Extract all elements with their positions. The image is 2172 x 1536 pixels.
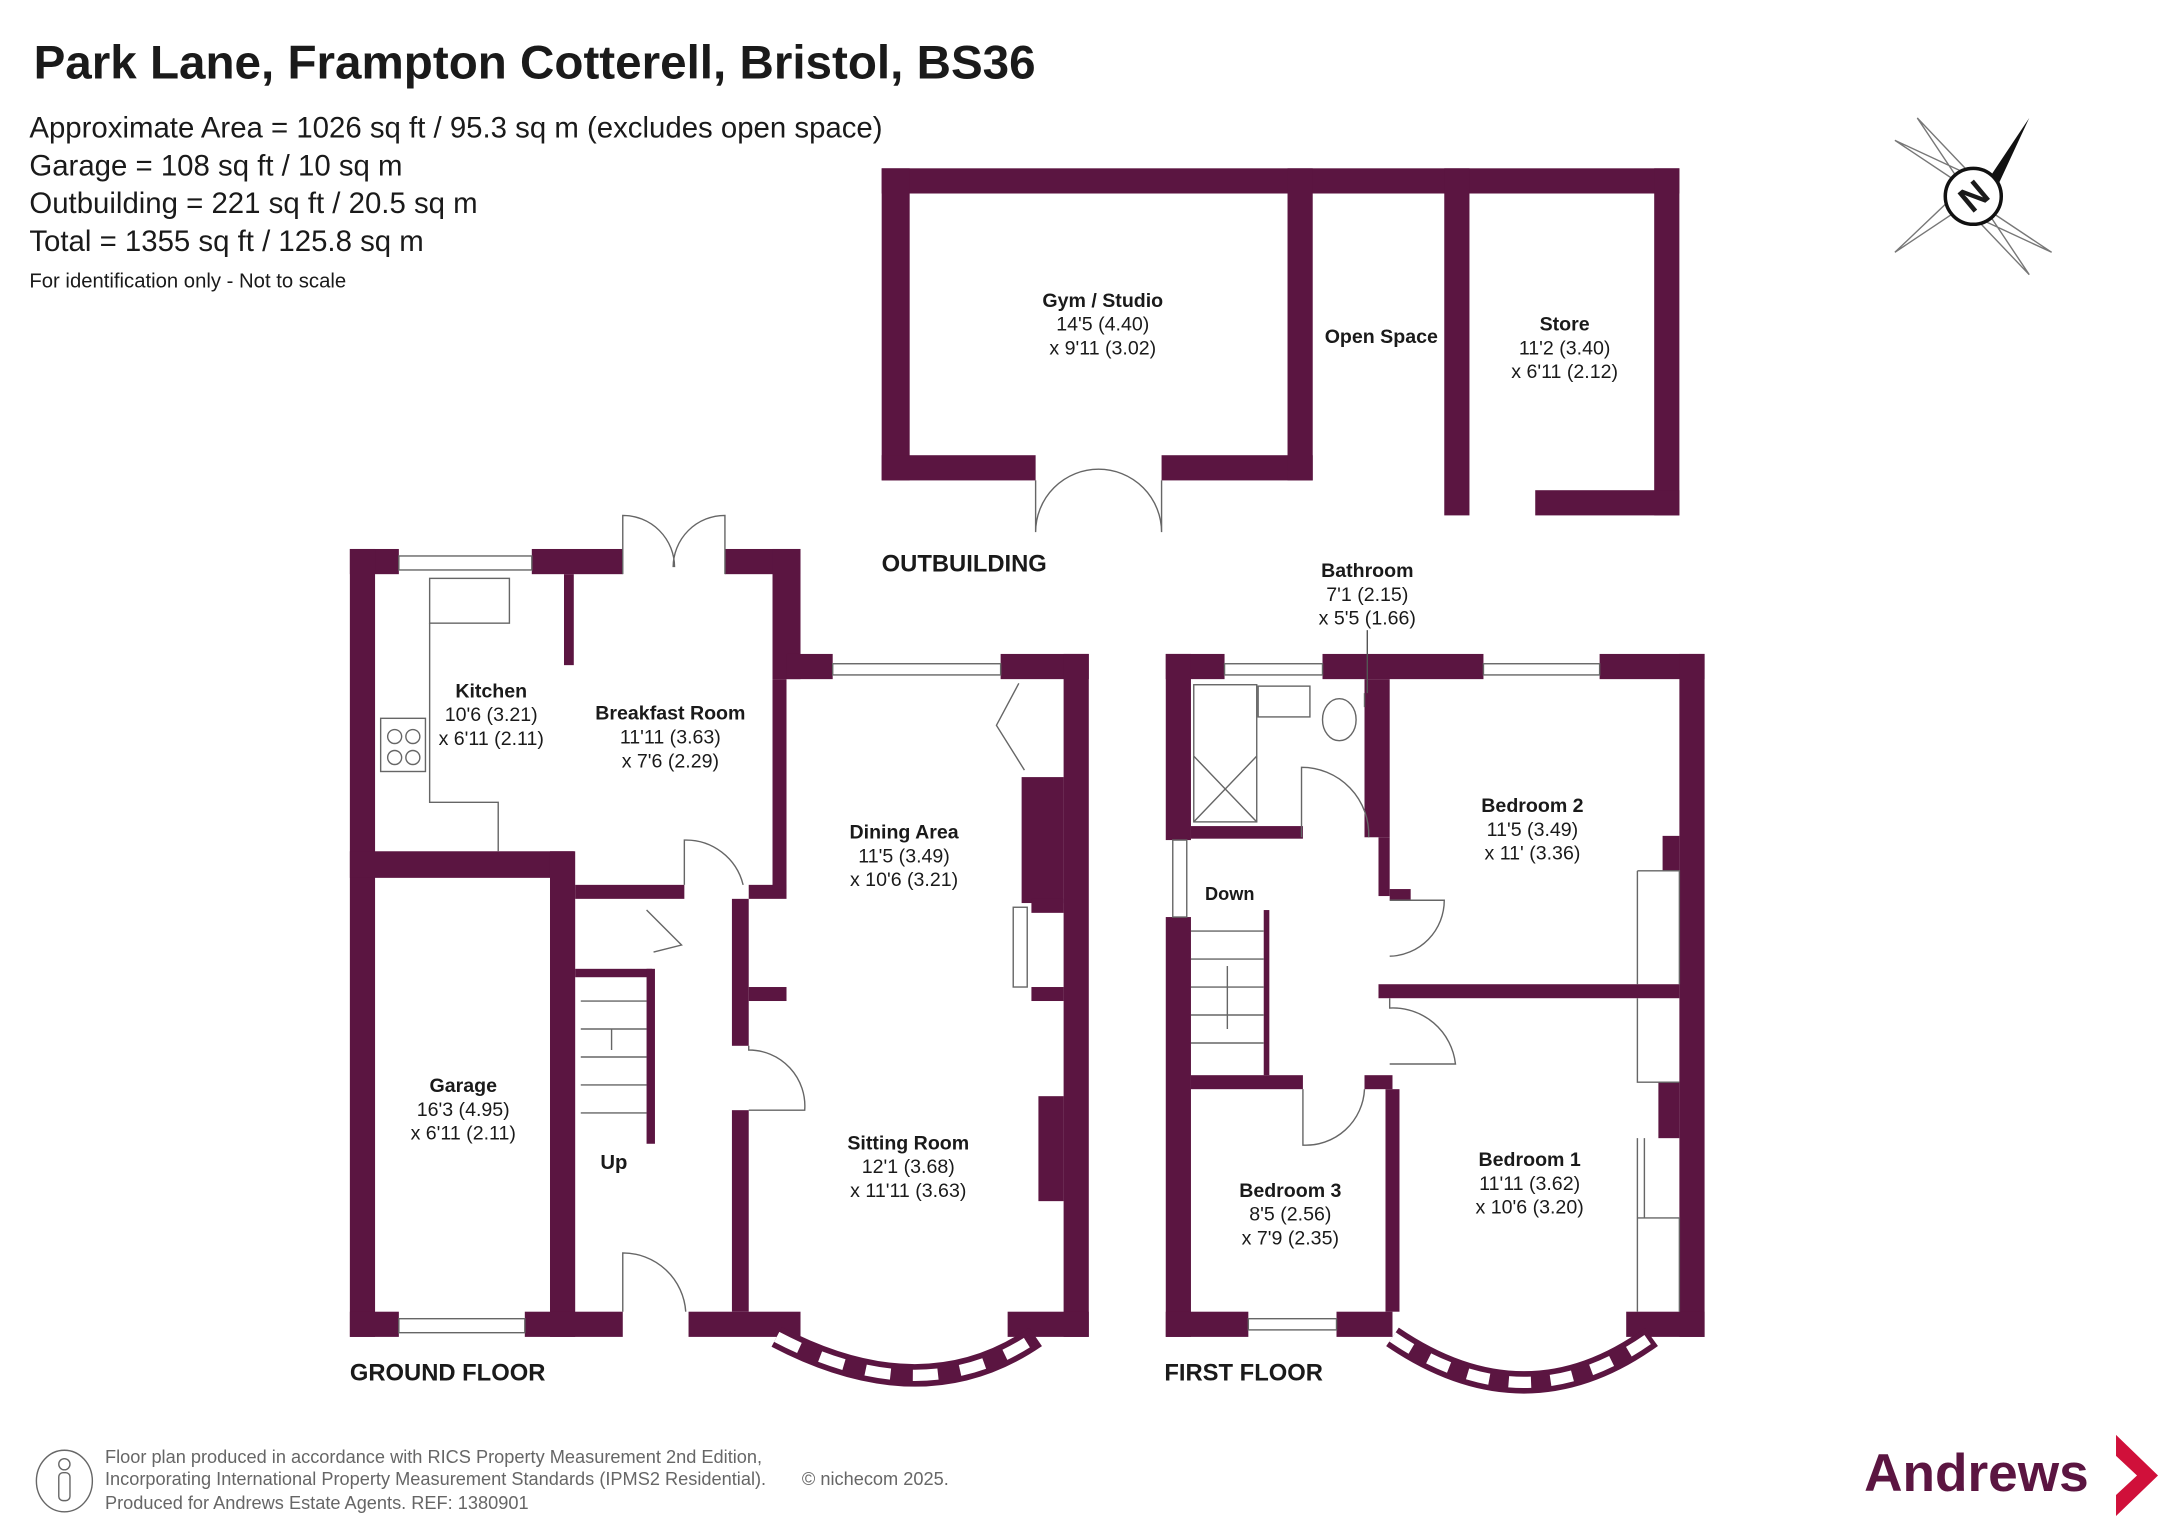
svg-text:Gym / Studio: Gym / Studio (1042, 290, 1163, 312)
svg-text:Dining Area: Dining Area (849, 822, 959, 844)
footer-line-3: Produced for Andrews Estate Agents. REF:… (105, 1493, 529, 1513)
svg-text:x 10'6 (3.20): x 10'6 (3.20) (1476, 1197, 1584, 1219)
floor-label-outbuilding: OUTBUILDING (882, 550, 1047, 577)
floor-label-ground: GROUND FLOOR (350, 1359, 546, 1386)
svg-text:Open Space: Open Space (1325, 326, 1438, 348)
stairs-up-label: Up (600, 1152, 627, 1174)
svg-text:11'5 (3.49): 11'5 (3.49) (858, 845, 950, 867)
disclaimer: For identification only - Not to scale (29, 270, 346, 292)
svg-text:Kitchen: Kitchen (455, 680, 527, 702)
compass-icon: N (1894, 117, 2053, 276)
room-bedroom-2: Bedroom 211'5 (3.49)x 11' (3.36) (1481, 795, 1583, 865)
chevron-right-icon (2116, 1434, 2159, 1517)
footer-line-1: Floor plan produced in accordance with R… (105, 1447, 762, 1467)
first-floor-walls (1165, 653, 1705, 1337)
area-outbuilding: Outbuilding = 221 sq ft / 20.5 sq m (29, 187, 477, 220)
area-total: Total = 1355 sq ft / 125.8 sq m (29, 225, 423, 258)
room-bedroom-1: Bedroom 111'11 (3.62)x 10'6 (3.20) (1476, 1149, 1584, 1219)
svg-text:x 6'11 (2.11): x 6'11 (2.11) (411, 1123, 516, 1145)
svg-text:x 9'11 (3.02): x 9'11 (3.02) (1049, 337, 1156, 359)
svg-text:Bedroom 2: Bedroom 2 (1481, 795, 1583, 817)
svg-text:x 6'11 (2.12): x 6'11 (2.12) (1511, 361, 1618, 383)
svg-text:Sitting Room: Sitting Room (847, 1132, 969, 1154)
stairs-down-label: Down (1205, 884, 1255, 904)
footer-line-2: Incorporating International Property Mea… (105, 1469, 766, 1489)
svg-text:x 7'6 (2.29): x 7'6 (2.29) (622, 750, 719, 772)
svg-text:Bathroom: Bathroom (1321, 560, 1413, 582)
svg-text:7'1 (2.15): 7'1 (2.15) (1326, 584, 1408, 606)
svg-text:11'11 (3.63): 11'11 (3.63) (620, 727, 721, 749)
svg-text:Store: Store (1540, 314, 1590, 336)
svg-text:Bedroom 3: Bedroom 3 (1239, 1180, 1341, 1202)
svg-text:11'2 (3.40): 11'2 (3.40) (1519, 337, 1611, 359)
svg-text:Garage: Garage (429, 1075, 497, 1097)
outbuilding-walls (881, 168, 1680, 516)
svg-text:12'1 (3.68): 12'1 (3.68) (862, 1156, 955, 1178)
svg-text:x 6'11 (2.11): x 6'11 (2.11) (439, 728, 544, 750)
svg-text:x 7'9 (2.35): x 7'9 (2.35) (1242, 1228, 1339, 1250)
svg-text:10'6 (3.21): 10'6 (3.21) (445, 704, 538, 726)
ground-floor-walls (349, 548, 1089, 1337)
first-floor-fixtures (1172, 663, 1681, 1394)
room-open-space: Open Space (1325, 326, 1438, 348)
area-approx: Approximate Area = 1026 sq ft / 95.3 sq … (29, 112, 882, 145)
svg-text:x 11' (3.36): x 11' (3.36) (1484, 843, 1580, 865)
room-bedroom-3: Bedroom 38'5 (2.56)x 7'9 (2.35) (1239, 1180, 1341, 1250)
footer-copyright: © nichecom 2025. (802, 1469, 949, 1489)
svg-text:Bedroom 1: Bedroom 1 (1479, 1149, 1581, 1171)
svg-text:x 5'5 (1.66): x 5'5 (1.66) (1319, 608, 1416, 630)
svg-text:14'5 (4.40): 14'5 (4.40) (1056, 314, 1149, 336)
svg-text:Breakfast Room: Breakfast Room (595, 703, 745, 725)
floor-label-first: FIRST FLOOR (1164, 1359, 1323, 1386)
svg-text:11'11 (3.62): 11'11 (3.62) (1479, 1173, 1580, 1195)
page-title: Park Lane, Frampton Cotterell, Bristol, … (34, 37, 1036, 90)
person-icon (35, 1449, 94, 1513)
svg-text:8'5 (2.56): 8'5 (2.56) (1249, 1204, 1331, 1226)
svg-text:16'3 (4.95): 16'3 (4.95) (417, 1099, 510, 1121)
ground-floor-fixtures (379, 514, 1042, 1387)
svg-text:11'5 (3.49): 11'5 (3.49) (1487, 819, 1579, 841)
svg-text:x 10'6 (3.21): x 10'6 (3.21) (850, 869, 958, 891)
area-garage: Garage = 108 sq ft / 10 sq m (29, 149, 402, 182)
svg-text:x 11'11 (3.63): x 11'11 (3.63) (850, 1180, 966, 1202)
svg-text:Andrews: Andrews (1864, 1444, 2089, 1503)
andrews-logo: Andrews (1864, 1434, 2159, 1517)
outbuilding-double-door (1034, 468, 1163, 533)
